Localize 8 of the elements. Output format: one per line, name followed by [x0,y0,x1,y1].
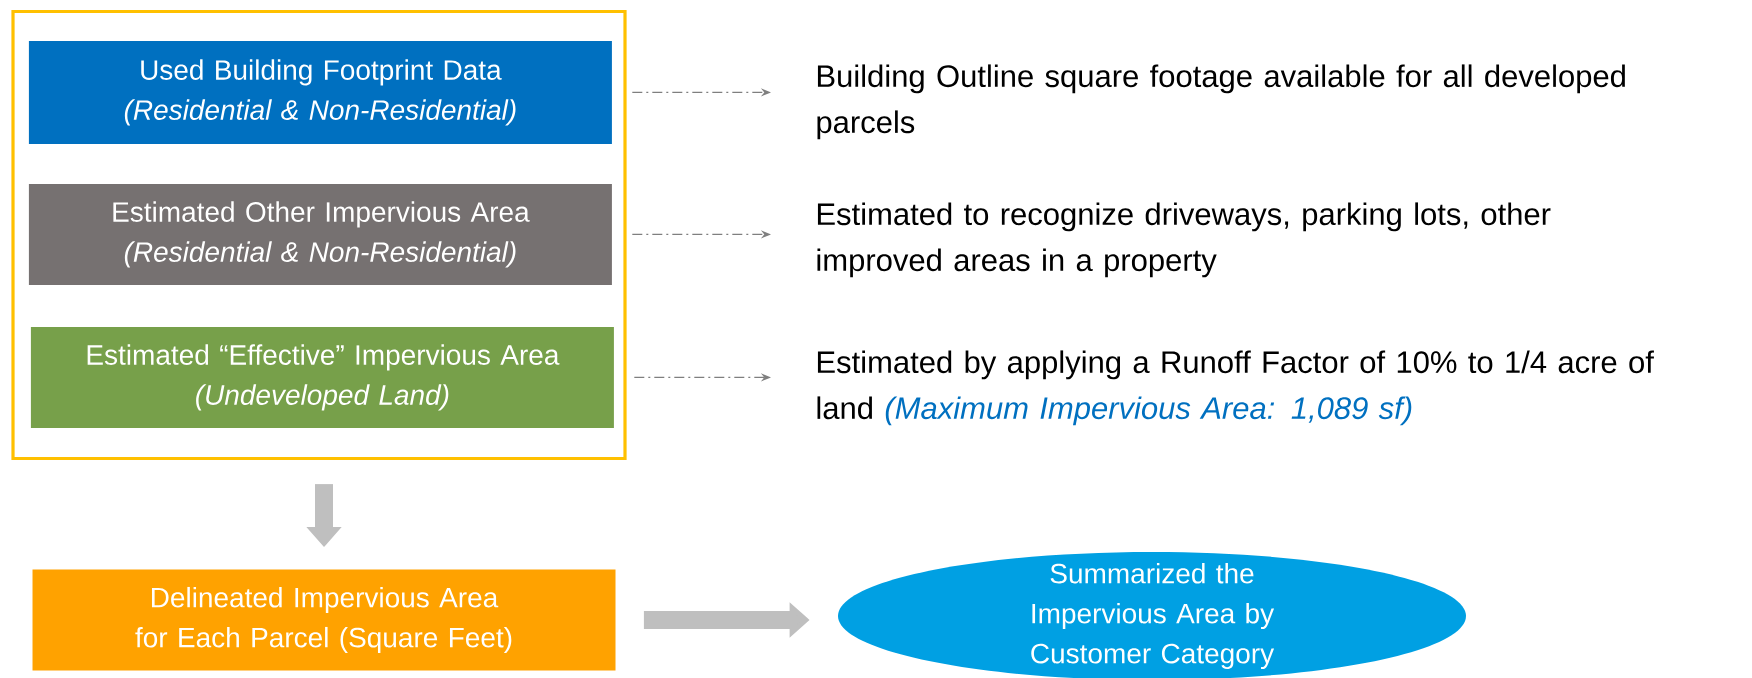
description-text: Building Outline square footage available for all developed parcels [817,64,1625,140]
description-text: Estimated to recognize driveways, parking lots, other improved areas in a property [817,202,1551,278]
frame-box [11,9,627,461]
description-text: Estimated by applying a Runoff Factor of 10% to 1/4 acre of land (Maximum Impervious Area: 1,089 sf) [817,350,1654,426]
process-box: Estimated Other Impervious Area (Residential & Non-Residential) [28,183,612,285]
process-box: Used Building Footprint Data (Residential & Non-Residential) [28,40,612,144]
process-box: Estimated “Effective” Impervious Area (Undeveloped Land) [30,326,614,428]
process-box: Delineated Impervious Area for Each Parcel (Square Feet) [32,569,616,671]
